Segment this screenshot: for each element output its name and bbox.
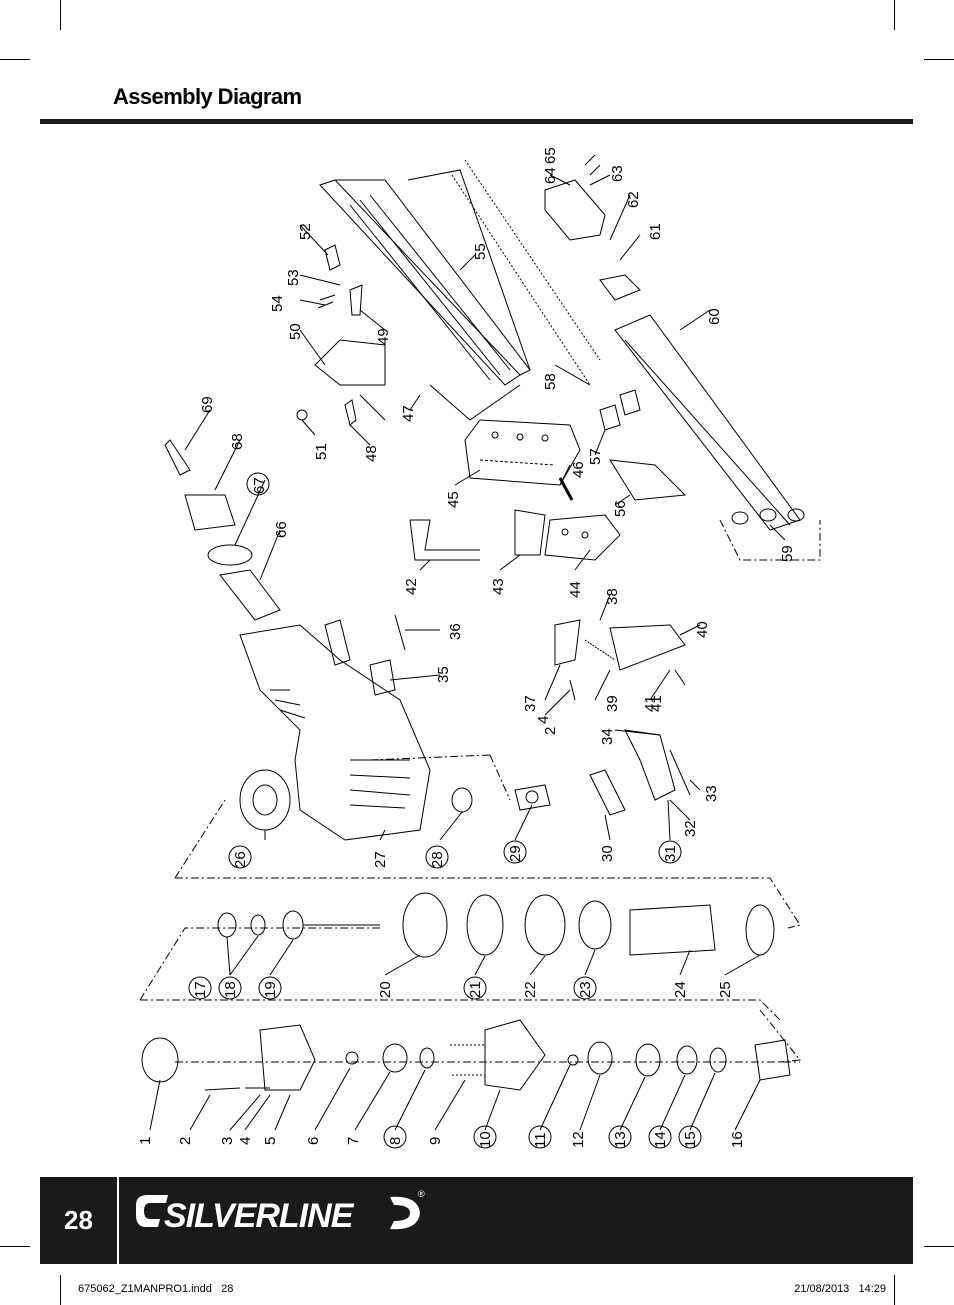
part-label: 54 — [269, 295, 286, 312]
footer-bar — [40, 1177, 913, 1264]
part-label: 42 — [403, 578, 420, 595]
part-label: 31 — [662, 845, 679, 862]
part-label: 55 — [472, 243, 489, 260]
title-rule — [40, 119, 913, 124]
part-label: 15 — [682, 1131, 699, 1148]
brand-wordmark: SILVERLINE — [164, 1197, 355, 1235]
part-label: 40 — [694, 621, 711, 638]
part-label: 43 — [490, 578, 507, 595]
part-label: 66 — [273, 521, 290, 538]
part-label: 26 — [232, 851, 249, 868]
page-number: 28 — [64, 1205, 93, 1235]
part-label: 16 — [729, 1131, 746, 1148]
crop-mark — [924, 1246, 954, 1247]
part-label: 3 — [219, 1137, 236, 1145]
part-label: 44 — [567, 581, 584, 598]
slug-filename: 675062_Z1MANPRO1.indd 28 — [78, 1283, 234, 1295]
part-label: 25 — [717, 981, 734, 998]
part-label: 38 — [604, 588, 621, 605]
part-label: 32 — [682, 820, 699, 837]
part-label: 69 — [199, 396, 216, 413]
part-label: 35 — [435, 666, 452, 683]
registered-mark: ® — [418, 1189, 425, 1199]
part-label: 52 — [297, 223, 314, 240]
page-title: Assembly Diagram — [113, 84, 302, 109]
part-label: 59 — [779, 545, 796, 562]
part-label: 4 — [237, 1137, 254, 1145]
part-label: 61 — [647, 223, 664, 240]
part-label: 19 — [262, 981, 279, 998]
part-label: 60 — [706, 308, 723, 325]
part-label: 27 — [372, 851, 389, 868]
part-label: 45 — [445, 491, 462, 508]
part-label: 7 — [345, 1137, 362, 1145]
crop-mark — [60, 1275, 61, 1305]
part-label: 1 — [137, 1137, 154, 1145]
part-label: 18 — [222, 981, 239, 998]
part-label: 11 — [532, 1132, 549, 1148]
silverline-logo: SILVERLINE ® — [136, 1189, 425, 1235]
part-label: 51 — [313, 443, 330, 460]
part-label: 48 — [363, 445, 380, 462]
part-label: 14 — [652, 1131, 669, 1148]
part-label: 63 — [609, 165, 626, 182]
part-label: 49 — [375, 328, 392, 345]
part-label: 24 — [672, 981, 689, 998]
part-label: 65 — [542, 147, 559, 164]
slug-date: 21/08/2013 14:29 — [794, 1283, 886, 1295]
part-label: 39 — [604, 695, 621, 712]
part-label: 50 — [287, 323, 304, 340]
part-label: 4 — [535, 716, 552, 724]
part-label: 10 — [477, 1131, 494, 1148]
crop-mark — [894, 0, 895, 30]
crop-mark — [894, 1275, 895, 1305]
part-label: 68 — [229, 433, 246, 450]
part-label: 20 — [377, 981, 394, 998]
part-label: 30 — [599, 845, 616, 862]
part-label: 41 — [642, 695, 659, 712]
part-label: 21 — [467, 981, 484, 998]
part-label: 57 — [587, 448, 604, 465]
part-label: 17 — [192, 981, 209, 998]
part-label: 46 — [570, 461, 587, 478]
crop-mark — [0, 1246, 30, 1247]
part-label: 12 — [570, 1131, 587, 1148]
footer-divider — [117, 1177, 119, 1264]
crop-mark — [924, 59, 954, 60]
part-label: 34 — [599, 728, 616, 745]
part-label: 6 — [305, 1137, 322, 1145]
part-label: 2 — [542, 727, 559, 735]
part-label: 28 — [429, 851, 446, 868]
part-label: 56 — [612, 500, 629, 517]
part-label: 5 — [262, 1137, 279, 1145]
part-label: 33 — [703, 785, 720, 802]
part-label: 58 — [542, 373, 559, 390]
part-label: 64 — [542, 167, 559, 184]
crop-mark — [0, 59, 30, 60]
part-label: 47 — [400, 405, 417, 422]
part-label: 2 — [177, 1137, 194, 1145]
part-label: 9 — [427, 1137, 444, 1145]
part-label: 23 — [577, 981, 594, 998]
part-label: 36 — [447, 623, 464, 640]
part-label: 22 — [522, 981, 539, 998]
part-label: 37 — [522, 695, 539, 712]
part-label: 41 — [648, 695, 665, 712]
part-label: 53 — [285, 269, 302, 286]
part-label: 67 — [251, 477, 268, 494]
crop-mark — [60, 0, 61, 30]
part-label: 8 — [387, 1137, 404, 1145]
part-label: 29 — [507, 845, 524, 862]
part-label: 13 — [612, 1131, 629, 1148]
part-label: 62 — [625, 191, 642, 208]
